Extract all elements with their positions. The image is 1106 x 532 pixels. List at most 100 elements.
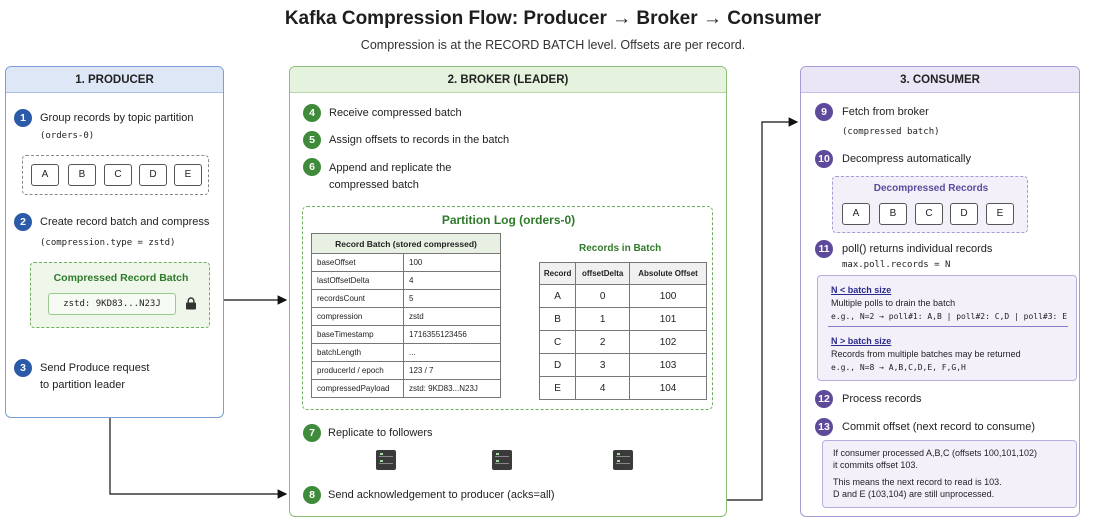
- producer-records-group: [22, 155, 209, 195]
- step-badge-2: 2: [14, 213, 32, 231]
- step-badge-13: 13: [815, 418, 833, 436]
- record-batch-value: ...: [403, 343, 501, 362]
- step-5-text: Assign offsets to records in the batch: [329, 134, 510, 146]
- poll-case-small-heading: N < batch size: [831, 285, 892, 295]
- step-11-text: poll() returns individual records: [842, 243, 993, 255]
- records-table-cell: 2: [575, 330, 631, 354]
- consumer-record-e: E: [986, 203, 1014, 225]
- step-9-code: (compressed batch): [842, 127, 940, 137]
- poll-divider: [828, 326, 1068, 327]
- record-batch-table: Record Batch (stored compressed) baseOff…: [311, 233, 501, 398]
- consumer-record-a: A: [842, 203, 870, 225]
- record-batch-field: recordsCount: [311, 289, 404, 308]
- diagram-title: Kafka Compression Flow: Producer → Broke…: [284, 8, 822, 29]
- records-in-batch-title: Records in Batch: [579, 243, 662, 254]
- records-column-header: Record: [538, 262, 577, 285]
- step-11-code: max.poll.records = N: [842, 260, 951, 270]
- step-badge-5: 5: [303, 131, 321, 149]
- records-table-cell: 104: [629, 376, 707, 400]
- records-table-cell: 101: [629, 307, 707, 331]
- record-batch-value: 100: [403, 253, 501, 272]
- records-table-cell: A: [538, 284, 577, 308]
- record-batch-field: baseTimestamp: [311, 325, 404, 344]
- step-badge-4: 4: [303, 104, 321, 122]
- server-icon: [613, 450, 633, 470]
- records-table-cell: 4: [575, 376, 631, 400]
- records-table-cell: 1: [575, 307, 631, 331]
- step-3-text: Send Produce request: [40, 362, 150, 374]
- commit-line-2: it commits offset 103.: [833, 460, 918, 470]
- commit-line-3: This means the next record to read is 10…: [833, 477, 1002, 487]
- diagram-subtitle: Compression is at the RECORD BATCH level…: [360, 38, 746, 52]
- poll-case-small-example: e.g., N=2 → poll#1: A,B | poll#2: C,D | …: [831, 312, 1068, 321]
- step-badge-9: 9: [815, 103, 833, 121]
- step-6-text2: compressed batch: [329, 179, 419, 191]
- step-badge-6: 6: [303, 158, 321, 176]
- poll-case-large-heading: N > batch size: [831, 336, 892, 346]
- commit-line-4: D and E (103,104) are still unprocessed.: [833, 489, 995, 499]
- record-batch-value: 1716355123456: [403, 325, 501, 344]
- step-2-code: (compression.type = zstd): [40, 238, 176, 248]
- record-batch-value: 4: [403, 271, 501, 290]
- record-batch-field: compressedPayload: [311, 379, 404, 398]
- consumer-record-c: C: [915, 203, 943, 225]
- record-batch-field: producerId / epoch: [311, 361, 404, 380]
- producer-panel: 1. PRODUCER: [5, 66, 224, 418]
- producer-record-b: B: [68, 164, 96, 186]
- producer-record-a: A: [31, 164, 59, 186]
- records-table-cell: 103: [629, 353, 707, 377]
- step-2-text: Create record batch and compress: [40, 216, 210, 228]
- step-10-text: Decompress automatically: [842, 153, 971, 165]
- producer-record-c: C: [104, 164, 132, 186]
- arrow-producer-ack-line: [109, 418, 288, 499]
- records-table-cell: D: [538, 353, 577, 377]
- consumer-record-b: B: [879, 203, 907, 225]
- poll-case-large-text: Records from multiple batches may be ret…: [831, 349, 1021, 359]
- record-batch-value: 5: [403, 289, 501, 308]
- step-1-text: Group records by topic partition: [40, 112, 194, 124]
- producer-record-d: D: [139, 164, 167, 186]
- step-badge-3: 3: [14, 359, 32, 377]
- producer-header: 1. PRODUCER: [6, 67, 223, 93]
- step-12-text: Process records: [842, 393, 922, 405]
- record-batch-field: lastOffsetDelta: [311, 271, 404, 290]
- compressed-batch-value: zstd: 9KD83...N23J: [48, 293, 176, 315]
- arrow-broker-to-consumer: [727, 117, 799, 501]
- step-8-text: Send acknowledgement to producer (acks=a…: [328, 489, 555, 501]
- step-badge-8: 8: [303, 486, 321, 504]
- step-3-text2: to partition leader: [40, 379, 125, 391]
- compressed-batch-title: Compressed Record Batch: [53, 272, 189, 284]
- step-badge-10: 10: [815, 150, 833, 168]
- poll-behaviour-box: N < batch size Multiple polls to drain t…: [817, 275, 1077, 381]
- step-badge-1: 1: [14, 109, 32, 127]
- commit-explanation-box: If consumer processed A,B,C (offsets 100…: [822, 440, 1077, 508]
- record-batch-value: 123 / 7: [403, 361, 501, 380]
- records-table-cell: 100: [629, 284, 707, 308]
- consumer-header: 3. CONSUMER: [801, 67, 1079, 93]
- partition-log: Partition Log (orders-0): [302, 206, 713, 410]
- record-batch-title: Record Batch (stored compressed): [311, 233, 501, 254]
- record-batch-value: zstd: 9KD83...N23J: [403, 379, 501, 398]
- poll-case-large-example: e.g., N=8 → A,B,C,D,E, F,G,H: [831, 363, 966, 372]
- record-batch-field: batchLength: [311, 343, 404, 362]
- record-batch-field: compression: [311, 307, 404, 326]
- decompressed-records-title: Decompressed Records: [873, 183, 989, 194]
- lock-icon: [186, 297, 196, 310]
- server-icon: [376, 450, 396, 470]
- poll-case-small-text: Multiple polls to drain the batch: [831, 298, 956, 308]
- step-13-text: Commit offset (next record to consume): [842, 421, 1035, 433]
- records-column-header: offsetDelta: [575, 262, 631, 285]
- record-batch-value: zstd: [403, 307, 501, 326]
